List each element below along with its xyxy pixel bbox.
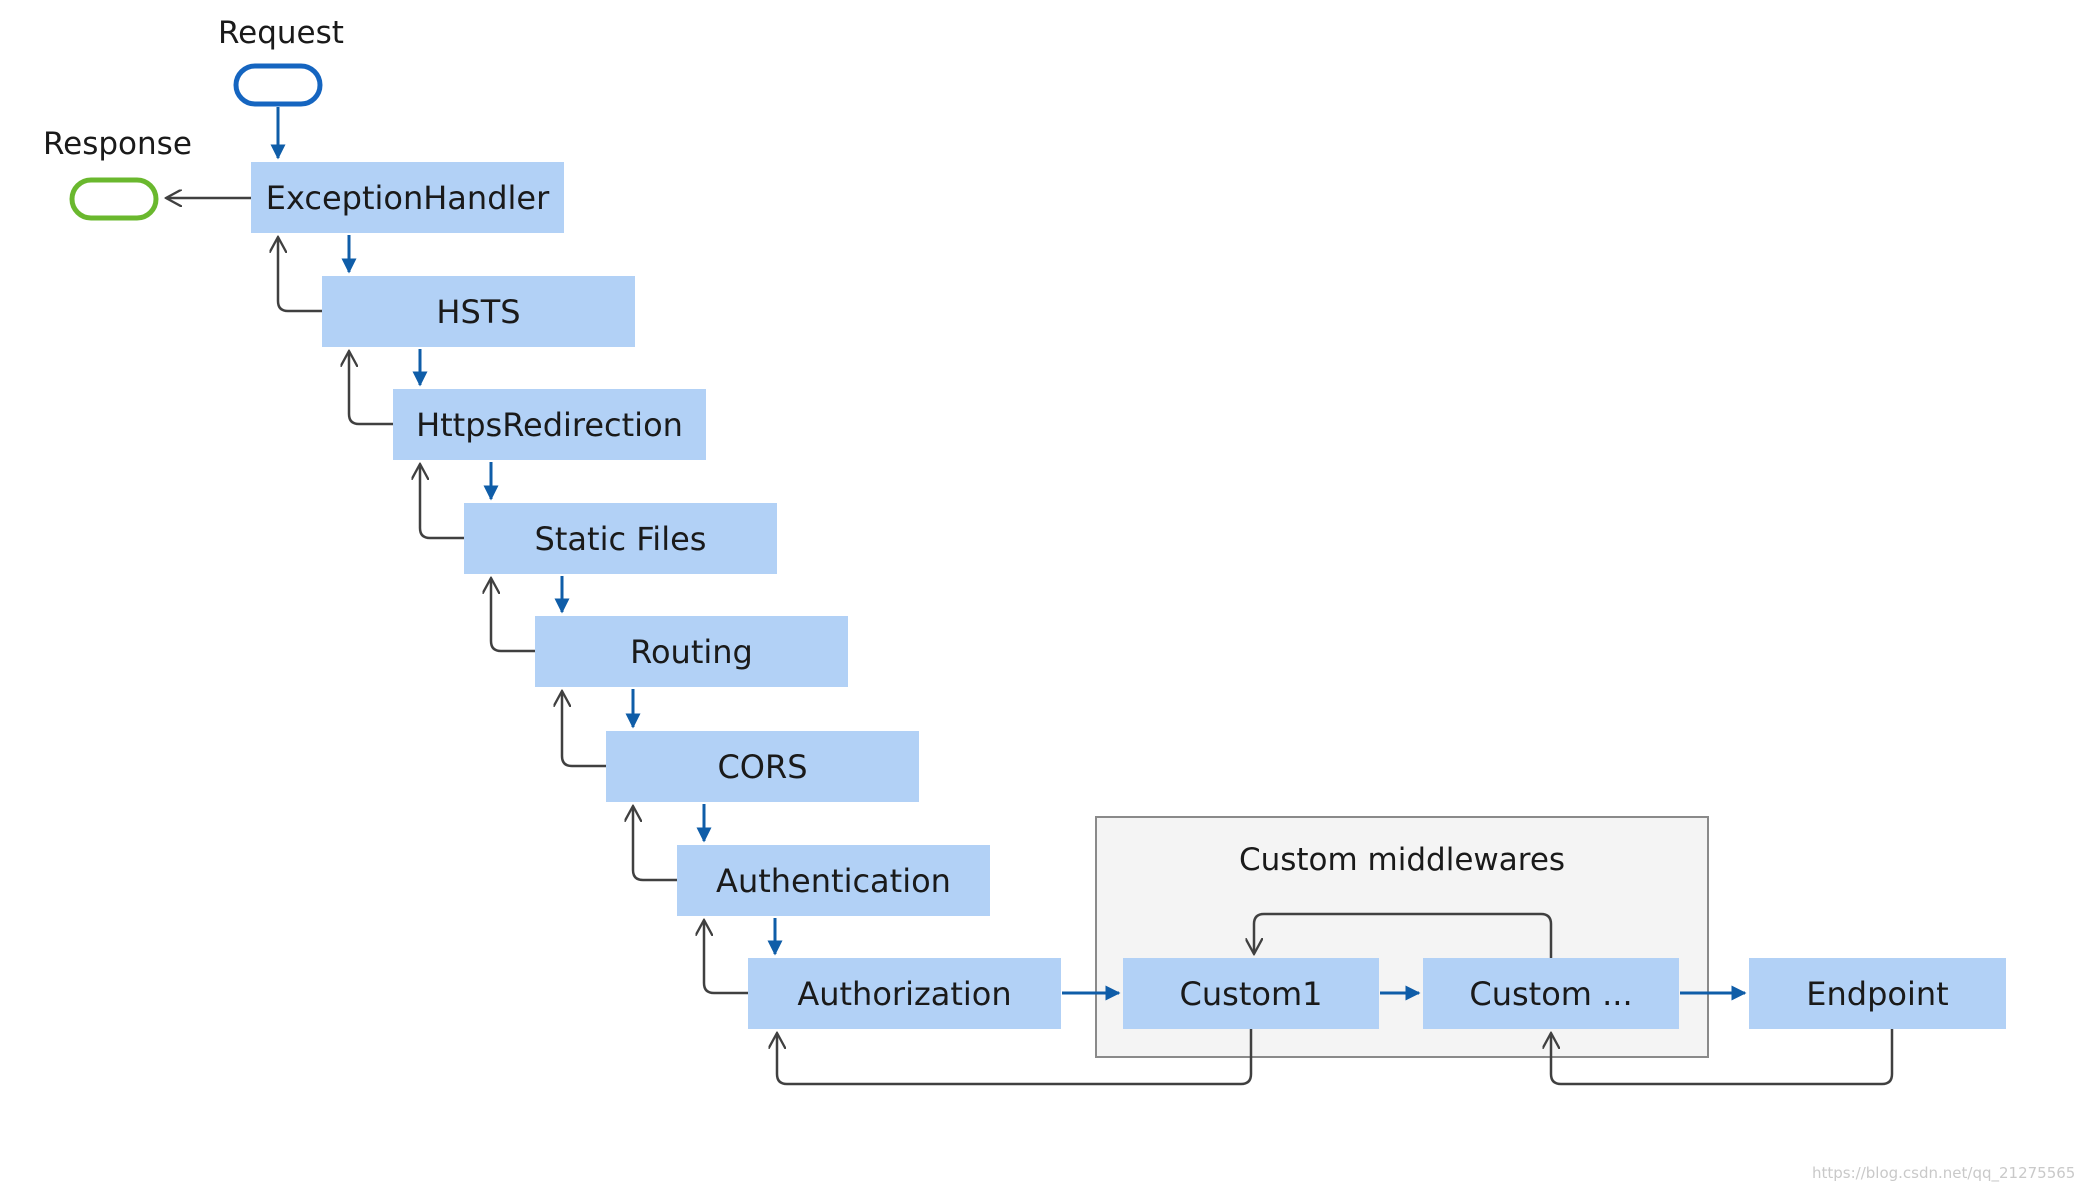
authorization-box [748, 958, 1061, 1029]
authorization-label: Authorization [797, 974, 1012, 1013]
request-pill-icon [233, 63, 323, 107]
exceptionhandler-box [251, 162, 564, 233]
routing-box [535, 616, 848, 687]
response-arrow-staticfiles [420, 464, 464, 540]
cors-box [606, 731, 919, 802]
response-arrow-custom1 [777, 1029, 1253, 1086]
custom-ellipsis-label: Custom ... [1469, 974, 1633, 1013]
httpsredirection-box [393, 389, 706, 460]
response-arrow-httpsredirection [349, 351, 393, 426]
watermark: https://blog.csdn.net/qq_21275565 [1812, 1164, 2075, 1182]
hsts-box [322, 276, 635, 347]
endpoint-label: Endpoint [1806, 974, 1949, 1013]
custom-middlewares-title: Custom middlewares [1238, 842, 1566, 878]
response-flow-arrows [166, 198, 1894, 1086]
response-arrow-authentication [633, 806, 677, 882]
response-arrow-cors [562, 691, 606, 768]
request-label: Request [218, 15, 344, 51]
authentication-box [677, 845, 990, 916]
staticfiles-label: Static Files [534, 519, 707, 558]
response-arrow-routing [491, 578, 535, 653]
routing-label: Routing [630, 632, 753, 671]
endpoint-box [1749, 958, 2006, 1029]
hsts-label: HSTS [436, 292, 521, 331]
response-arrow-hsts [278, 237, 322, 313]
httpsredirection-label: HttpsRedirection [416, 405, 683, 444]
response-arrow-custom-loop [1254, 912, 1553, 958]
exceptionhandler-label: ExceptionHandler [265, 178, 550, 217]
cors-label: CORS [717, 747, 808, 786]
response-arrow-endpoint [1551, 1029, 1894, 1086]
response-label: Response [43, 126, 192, 162]
custom1-box [1123, 958, 1379, 1029]
staticfiles-box [464, 503, 777, 574]
authentication-label: Authentication [716, 861, 951, 900]
request-flow-arrows [270, 107, 1747, 1001]
response-arrow-authorization [704, 920, 748, 995]
custom-ellipsis-box [1423, 958, 1679, 1029]
response-pill-icon [69, 177, 159, 221]
custom1-label: Custom1 [1179, 974, 1323, 1013]
